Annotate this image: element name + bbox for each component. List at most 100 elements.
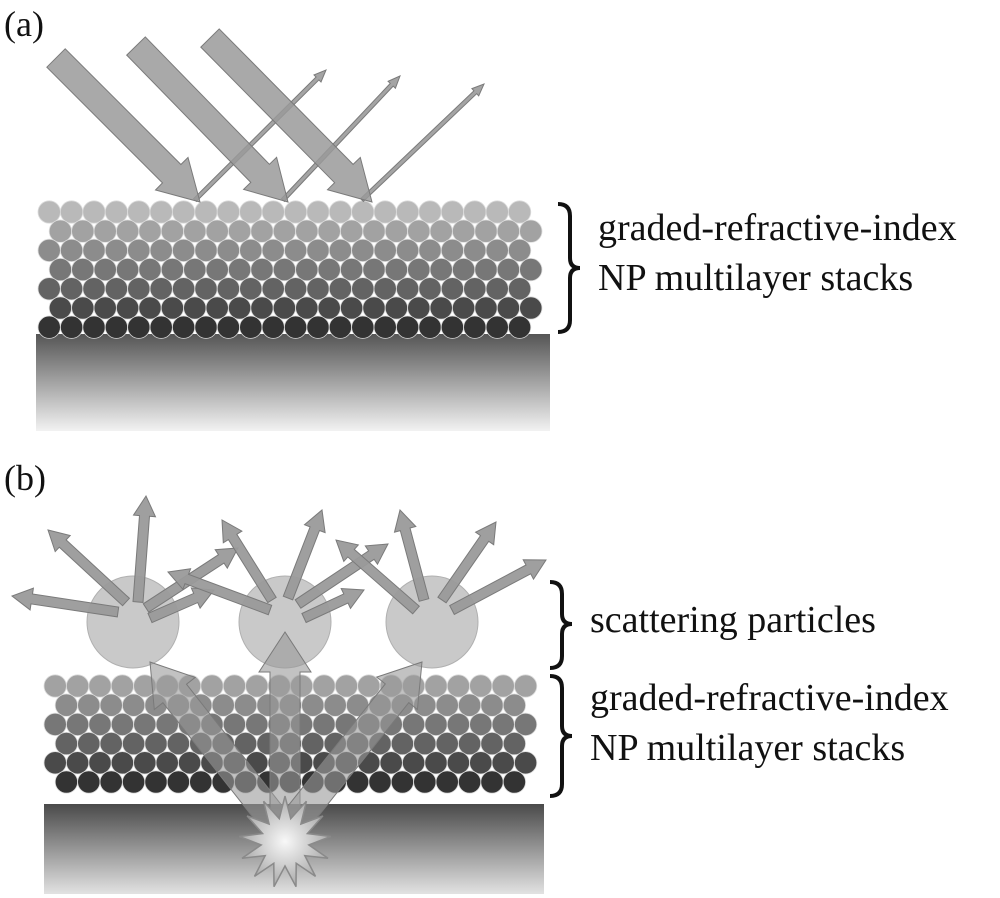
nanoparticle bbox=[93, 219, 117, 243]
nanoparticle bbox=[457, 770, 482, 794]
nanoparticle bbox=[312, 712, 336, 737]
nanoparticle bbox=[469, 674, 493, 698]
nanoparticle bbox=[160, 296, 184, 320]
nanoparticle bbox=[373, 238, 397, 262]
nanoparticle bbox=[502, 770, 527, 794]
nanoparticle bbox=[496, 219, 520, 243]
nanoparticle bbox=[440, 238, 464, 262]
nanoparticle bbox=[261, 200, 285, 224]
nanoparticle bbox=[172, 277, 196, 301]
nanoparticle bbox=[122, 770, 146, 794]
nanoparticle bbox=[474, 257, 498, 282]
nanoparticle bbox=[502, 731, 527, 756]
nanoparticle bbox=[513, 674, 538, 698]
nanoparticle bbox=[93, 296, 117, 320]
nanoparticle bbox=[59, 238, 84, 262]
nanoparticle bbox=[59, 200, 84, 224]
nanoparticle bbox=[133, 712, 157, 737]
nanoparticle bbox=[496, 257, 520, 282]
nanoparticle bbox=[390, 731, 414, 756]
nanoparticle bbox=[122, 731, 146, 756]
nanoparticle bbox=[261, 315, 285, 339]
nanoparticle bbox=[480, 693, 504, 717]
nanoparticle bbox=[228, 296, 252, 320]
nanoparticle bbox=[82, 315, 106, 339]
nanoparticle bbox=[457, 693, 482, 717]
nanoparticle bbox=[66, 751, 90, 775]
nanoparticle bbox=[283, 315, 308, 339]
nanoparticle bbox=[194, 200, 218, 224]
nanoparticle bbox=[440, 315, 464, 339]
nanoparticle bbox=[172, 238, 196, 262]
nanoparticle bbox=[507, 277, 532, 301]
nanoparticle bbox=[339, 257, 364, 282]
nanoparticle bbox=[384, 257, 408, 282]
nanoparticle bbox=[194, 277, 218, 301]
scattered-emission-arrows bbox=[10, 494, 547, 841]
light-source-star-icon bbox=[239, 795, 331, 888]
nanoparticle bbox=[328, 277, 352, 301]
nanoparticle bbox=[362, 257, 386, 282]
nanoparticle bbox=[261, 238, 285, 262]
nanoparticle bbox=[418, 238, 442, 262]
nanoparticle bbox=[133, 751, 157, 775]
nanoparticle bbox=[216, 200, 240, 224]
nanoparticle bbox=[401, 712, 426, 737]
nanoparticle bbox=[138, 257, 162, 282]
scattered-light-arrow bbox=[437, 521, 497, 604]
nanoparticle bbox=[127, 200, 151, 224]
nanoparticle bbox=[463, 277, 487, 301]
nanoparticle bbox=[328, 315, 352, 339]
bracket-b-particles bbox=[549, 580, 573, 670]
nanoparticle bbox=[183, 296, 207, 320]
nanoparticle bbox=[71, 219, 95, 243]
nanoparticle bbox=[429, 257, 453, 282]
incident-light-arrow bbox=[125, 36, 289, 203]
nanoparticle bbox=[272, 219, 296, 243]
nanoparticle bbox=[138, 296, 162, 320]
nanoparticle bbox=[446, 674, 470, 698]
nanoparticle bbox=[59, 315, 84, 339]
nanoparticle bbox=[413, 731, 437, 756]
nanoparticle bbox=[491, 674, 515, 698]
nanoparticle bbox=[54, 770, 79, 794]
nanoparticle bbox=[283, 238, 308, 262]
nanoparticle bbox=[77, 770, 101, 794]
nanoparticle bbox=[104, 238, 129, 262]
nanoparticle bbox=[429, 219, 453, 243]
nanoparticle bbox=[306, 315, 330, 339]
emitted-light-arrow bbox=[258, 631, 312, 831]
annotation-a-line1: graded-refractive-index bbox=[598, 207, 957, 249]
nanoparticle bbox=[295, 296, 319, 320]
nanoparticle bbox=[216, 277, 240, 301]
nanoparticle bbox=[205, 296, 229, 320]
substrate-a bbox=[36, 334, 550, 431]
nanoparticle bbox=[424, 751, 448, 775]
scattered-light-arrow bbox=[10, 587, 120, 618]
nanoparticle bbox=[37, 200, 61, 224]
nanoparticle bbox=[116, 219, 140, 243]
nanoparticle bbox=[390, 770, 414, 794]
nanoparticle bbox=[418, 200, 442, 224]
nanoparticle bbox=[160, 219, 184, 243]
nanoparticle bbox=[435, 731, 459, 756]
nanoparticle bbox=[222, 712, 246, 737]
nanoparticle bbox=[37, 277, 61, 301]
nanoparticle bbox=[110, 712, 135, 737]
nanoparticle bbox=[491, 712, 515, 737]
nanoparticle bbox=[491, 751, 515, 775]
incident-light-arrow bbox=[46, 48, 201, 203]
emitted-light-arrow bbox=[275, 661, 423, 841]
nanoparticle bbox=[485, 315, 509, 339]
nanoparticle bbox=[200, 674, 224, 698]
nanoparticle bbox=[127, 277, 151, 301]
scattered-light-arrow bbox=[47, 529, 131, 607]
nanoparticle bbox=[435, 770, 459, 794]
scattered-light-arrow bbox=[301, 587, 365, 624]
annotation-b-line2: NP multilayer stacks bbox=[590, 727, 905, 769]
nanoparticle bbox=[144, 770, 168, 794]
nanoparticle bbox=[451, 219, 476, 243]
nanoparticle bbox=[189, 770, 213, 794]
nanoparticle bbox=[245, 712, 269, 737]
nanoparticle bbox=[384, 219, 408, 243]
